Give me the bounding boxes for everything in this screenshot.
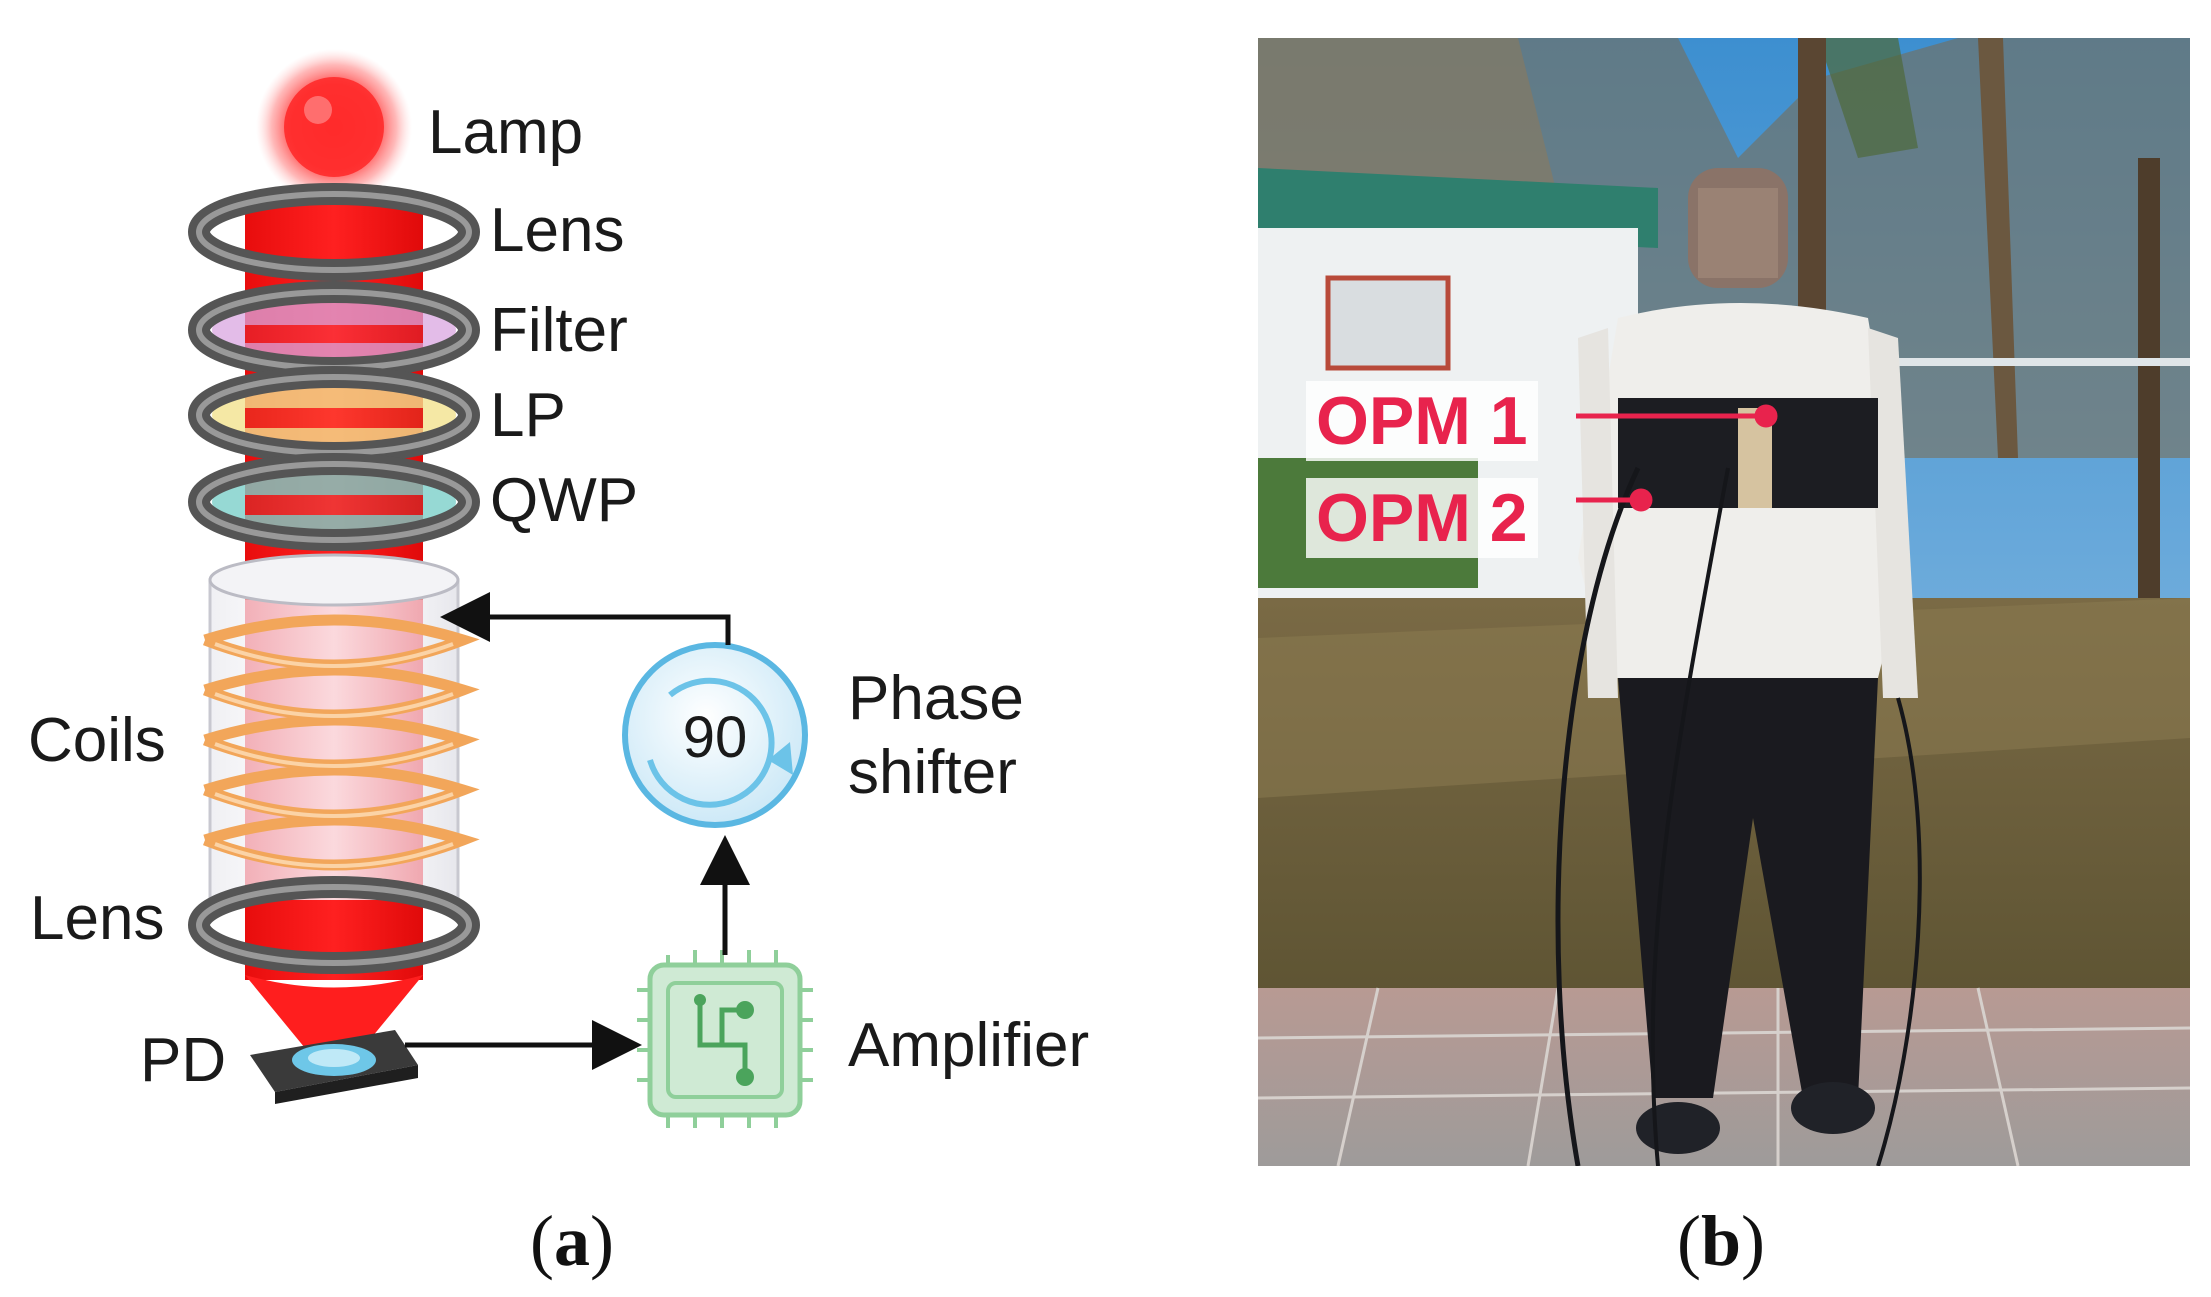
caption-b-close: ) [1741,1201,1766,1281]
caption-b-open: ( [1677,1201,1701,1281]
label-phase-line1: Phase [848,664,1024,733]
caption-a-letter: a [553,1201,590,1281]
caption-b-letter: b [1700,1201,1742,1281]
phase-shifter-icon [622,642,808,828]
label-opm-2: OPM 2 [1306,478,1538,558]
light-cone [245,975,423,1070]
caption-b: (b) [1677,1205,1765,1277]
photodiode-icon [250,1030,418,1104]
label-lens-top: Lens [490,196,625,265]
person [1555,168,1922,1166]
label-pd: PD [140,1026,227,1095]
caption-a-close: ) [589,1201,614,1281]
label-lp: LP [490,381,566,450]
photo-scene [1258,38,2190,1166]
lamp-icon [256,49,412,205]
magnetometer-schematic: 90 [188,49,813,1128]
lens-top-icon [188,183,480,281]
label-coils: Coils [28,706,166,775]
label-opm-1: OPM 1 [1306,381,1538,461]
label-lens-bottom: Lens [30,884,165,953]
label-phase-line2: shifter [848,738,1017,807]
caption-a-open: ( [530,1201,554,1281]
amplifier-icon [637,950,813,1128]
subject-photo: OPM 1 OPM 2 [1258,38,2190,1166]
label-lamp: Lamp [428,98,584,167]
label-amplifier: Amplifier [848,1011,1090,1080]
lens-bottom-icon [188,876,480,974]
vapor-cell [208,553,460,902]
signal-arrows [405,592,750,1070]
phase-value: 90 [683,705,748,770]
caption-a: (a) [530,1205,614,1277]
label-qwp: QWP [490,466,639,535]
label-filter: Filter [490,296,628,365]
